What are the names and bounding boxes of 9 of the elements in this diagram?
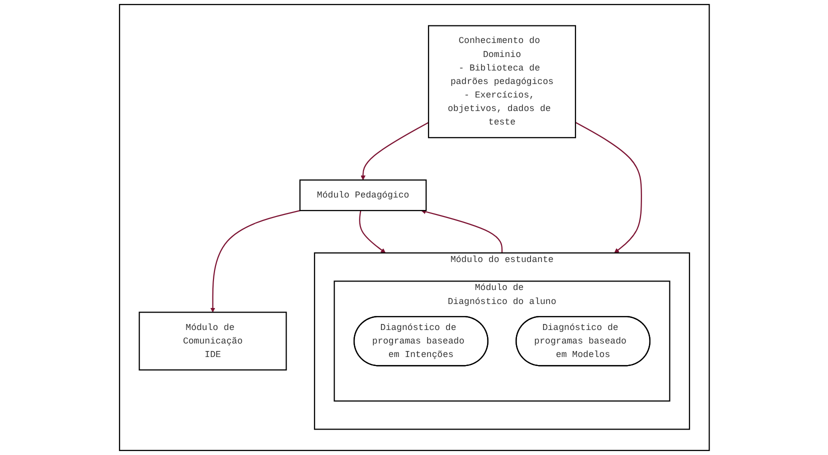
arrow xyxy=(358,210,386,254)
node-box: Módulo de Comunicação IDE xyxy=(138,312,286,370)
node-box: Módulo Pedagógico xyxy=(299,179,426,212)
arrow xyxy=(574,122,642,254)
arrow xyxy=(210,210,300,312)
node-box: Conhecimento do Dominio - Biblioteca de padrões pedagógicos - Exercícios, objetivos, dados de teste xyxy=(428,25,576,138)
arrow xyxy=(360,122,428,180)
arrow xyxy=(420,209,502,253)
cluster xyxy=(118,4,710,452)
